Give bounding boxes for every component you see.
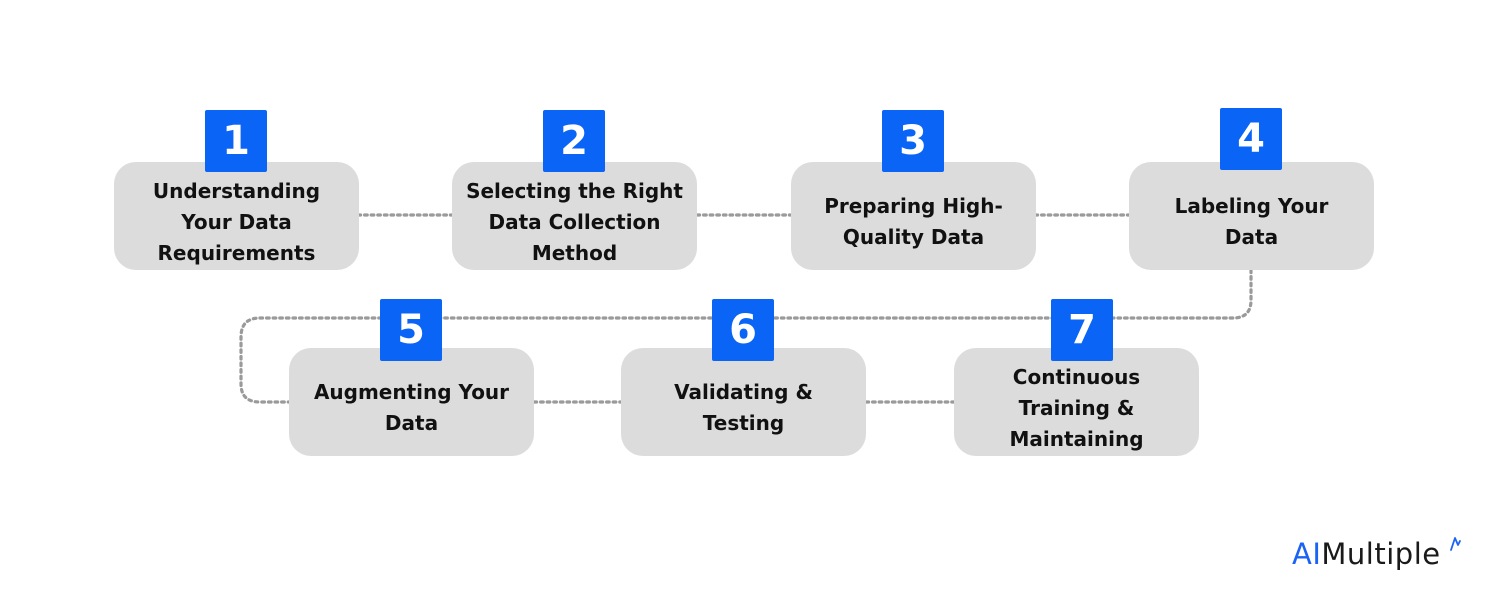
step-5-label-line: Data <box>384 411 439 435</box>
step-7-number-badge: 7 <box>1051 299 1113 361</box>
step-1-label: Understanding Your Data Requirements <box>153 176 320 269</box>
step-1-box: Understanding Your Data Requirements <box>114 162 359 270</box>
step-7-box: Continuous Training & Maintaining <box>954 348 1199 456</box>
step-7-label-line: Maintaining <box>1009 426 1144 451</box>
aimultiple-logo: AIMultiple <box>1292 537 1441 571</box>
step-4-label: Labeling Your Data <box>1175 191 1329 253</box>
step-2-label-line: Method <box>531 240 618 265</box>
step-7-label-line: Continuous <box>1012 364 1141 389</box>
step-4-box: Labeling Your Data <box>1129 162 1374 270</box>
logo-ai-text: AI <box>1292 537 1322 571</box>
step-2-label-line: Data Collection <box>488 209 661 234</box>
step-3-number-badge: 3 <box>882 110 944 172</box>
step-1-number-badge: 1 <box>205 110 267 172</box>
logo-spark-icon <box>1450 537 1461 551</box>
step-6-label-line: Validating & <box>674 380 813 404</box>
step-4-number-badge: 4 <box>1220 108 1282 170</box>
step-5-number-badge: 5 <box>380 299 442 361</box>
step-2-label: Selecting the Right Data Collection Meth… <box>466 176 683 269</box>
step-3-label: Preparing High- Quality Data <box>824 191 1003 253</box>
step-1-label-line: Requirements <box>157 240 316 265</box>
step-6-number-badge: 6 <box>712 299 774 361</box>
step-3-box: Preparing High- Quality Data <box>791 162 1036 270</box>
step-6-label: Validating & Testing <box>674 377 813 439</box>
step-2-label-line: Selecting the Right <box>466 178 683 203</box>
step-3-label-line: Preparing High- <box>824 194 1003 218</box>
step-1-label-line: Understanding <box>152 178 321 203</box>
step-6-box: Validating & Testing <box>621 348 866 456</box>
step-7-label: Continuous Training & Maintaining <box>1009 362 1143 455</box>
step-5-box: Augmenting Your Data <box>289 348 534 456</box>
step-1-label-line: Your Data <box>181 209 292 234</box>
logo-multiple-text: Multiple <box>1321 537 1441 571</box>
step-6-label-line: Testing <box>702 411 785 435</box>
step-4-label-line: Data <box>1224 225 1279 249</box>
step-5-label-line: Augmenting Your <box>313 380 510 404</box>
step-5-label: Augmenting Your Data <box>314 377 509 439</box>
step-3-label-line: Quality Data <box>842 225 985 249</box>
step-4-label-line: Labeling Your <box>1174 194 1329 218</box>
step-2-number-badge: 2 <box>543 110 605 172</box>
step-2-box: Selecting the Right Data Collection Meth… <box>452 162 697 270</box>
step-7-label-line: Training & <box>1018 395 1135 420</box>
